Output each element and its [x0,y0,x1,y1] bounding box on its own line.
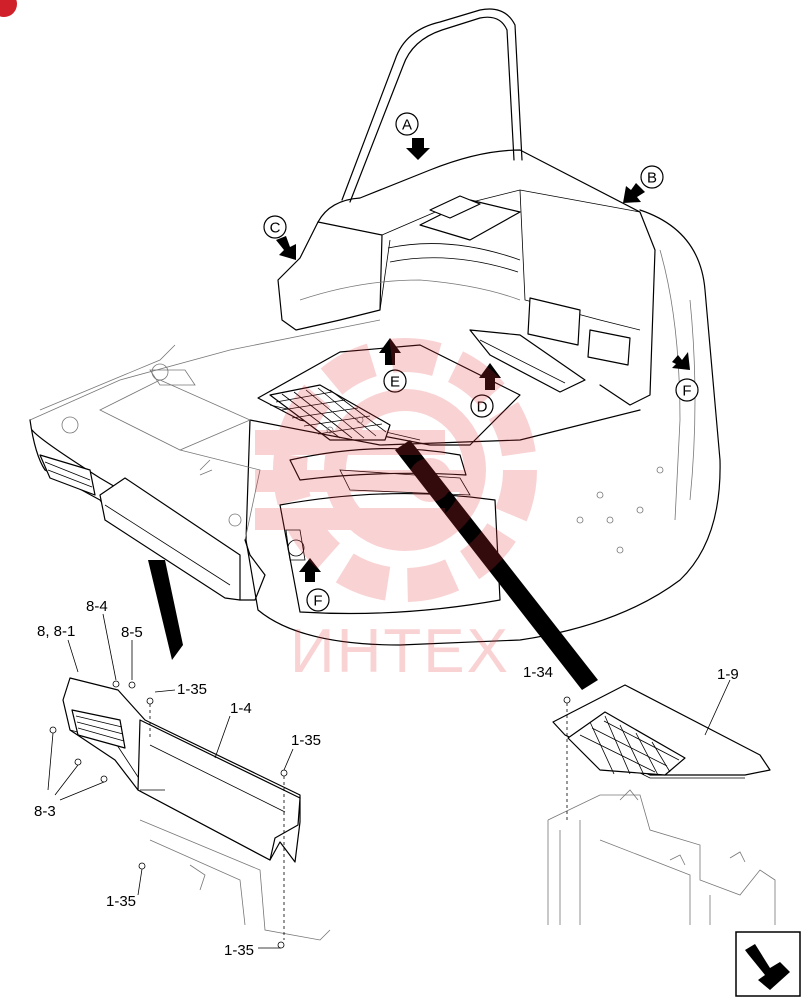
corner-badge [0,0,17,17]
view-arrows [276,138,690,582]
svg-text:F: F [313,593,322,610]
right-detail [547,679,776,925]
callout-arrows [148,440,598,690]
label-1-35-a: 1-35 [177,681,207,698]
view-label-f-right: F [675,378,699,402]
label-8-8-1: 8, 8-1 [37,623,75,640]
svg-text:E: E [390,374,400,391]
watermark-text: ИНТЕХ [290,617,510,686]
view-label-b: B [640,165,664,189]
svg-text:A: A [402,117,412,134]
curved-arrow-icon [745,944,790,990]
view-label-f-front: F [306,588,330,612]
label-1-9: 1-9 [717,666,739,683]
label-1-34: 1-34 [523,664,553,681]
right-detail-grille [567,711,686,776]
label-8-5: 8-5 [121,624,143,641]
svg-text:C: C [270,220,281,237]
label-1-35-c: 1-35 [106,893,136,910]
view-label-e: E [383,369,407,393]
next-page-button[interactable] [735,931,801,997]
label-8-4: 8-4 [86,598,108,615]
machine-body [245,8,721,646]
view-labels: A B C D E F F [263,112,699,612]
view-label-d: D [470,394,494,418]
left-detail-grille [71,709,126,749]
svg-text:D: D [477,399,488,416]
watermark: ИНТЕХ [255,338,537,686]
watermark-gear-logo [255,338,537,602]
label-8-3: 8-3 [34,803,56,820]
view-label-a: A [395,112,419,136]
deck-grille [269,384,391,441]
view-label-c: C [263,215,287,239]
svg-text:B: B [647,170,657,187]
svg-text:F: F [682,383,691,400]
left-frame [29,319,381,601]
part-labels: 8, 8-1 8-4 8-5 1-35 1-4 1-35 8-3 1-35 1-… [34,598,739,959]
label-1-35-d: 1-35 [224,942,254,959]
label-1-4: 1-4 [230,700,252,717]
label-1-35-b: 1-35 [291,732,321,749]
left-detail [47,613,331,949]
